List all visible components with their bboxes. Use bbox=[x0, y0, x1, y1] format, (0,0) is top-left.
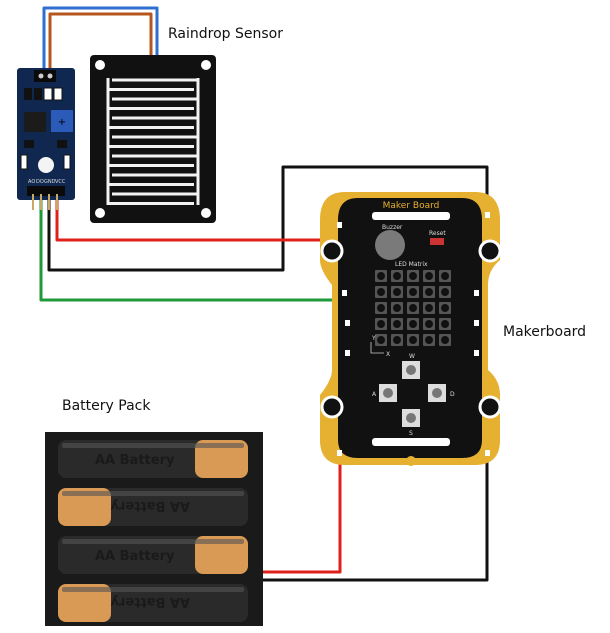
led bbox=[423, 302, 435, 314]
wire-blue bbox=[42, 6, 159, 74]
pin-label-gnd: GND bbox=[44, 179, 56, 185]
led bbox=[407, 318, 419, 330]
battery-cell: AA Battery bbox=[58, 488, 248, 526]
raindrop-sensor-plate bbox=[90, 55, 216, 223]
battery-cell-label: AA Battery bbox=[110, 498, 190, 513]
battery-pack-label: Battery Pack bbox=[62, 398, 151, 414]
board-title: Maker Board bbox=[383, 201, 440, 211]
led bbox=[439, 270, 451, 282]
reset-button[interactable] bbox=[430, 238, 444, 245]
axis-x-label: X bbox=[386, 351, 390, 358]
led bbox=[375, 334, 387, 346]
led bbox=[439, 334, 451, 346]
led bbox=[375, 318, 387, 330]
button-w-label: W bbox=[409, 353, 415, 360]
button-a[interactable] bbox=[379, 384, 397, 402]
wire-black-gnd bbox=[47, 165, 489, 272]
pin-label-ao: AO bbox=[28, 179, 35, 185]
raindrop-sensor-label: Raindrop Sensor bbox=[168, 26, 283, 42]
buzzer-label: Buzzer bbox=[382, 224, 403, 231]
reset-label: Reset bbox=[429, 230, 446, 237]
battery-cell: AA Battery bbox=[58, 440, 248, 478]
battery-cell-label: AA Battery bbox=[95, 549, 175, 564]
led bbox=[391, 302, 403, 314]
buzzer bbox=[375, 230, 405, 260]
wire-red-battery bbox=[262, 452, 342, 574]
led bbox=[423, 334, 435, 346]
led bbox=[407, 334, 419, 346]
pin-label-do: DO bbox=[36, 179, 44, 185]
led bbox=[391, 334, 403, 346]
led-matrix-label: LED Matrix bbox=[395, 261, 428, 268]
led bbox=[439, 318, 451, 330]
led bbox=[375, 302, 387, 314]
led bbox=[423, 270, 435, 282]
button-w[interactable] bbox=[402, 361, 420, 379]
battery-cell-label: AA Battery bbox=[110, 594, 190, 609]
led bbox=[391, 270, 403, 282]
button-a-label: A bbox=[372, 391, 377, 398]
wire-brown bbox=[48, 12, 153, 74]
led bbox=[391, 318, 403, 330]
sensor-module: + AO DO GND VCC bbox=[17, 68, 75, 210]
button-d-label: D bbox=[450, 391, 455, 398]
led-matrix bbox=[375, 270, 451, 346]
led bbox=[407, 286, 419, 298]
wire-black-battery bbox=[262, 452, 489, 582]
svg-text:+: + bbox=[58, 117, 66, 128]
makerboard-label: Makerboard bbox=[503, 324, 586, 340]
maker-board: Maker Board Buzzer Reset LED Matrix Y X … bbox=[320, 192, 502, 466]
led bbox=[423, 318, 435, 330]
battery-pack: AA Battery AA Battery AA Battery AA Battery bbox=[45, 432, 263, 626]
led bbox=[375, 270, 387, 282]
led bbox=[407, 270, 419, 282]
button-s[interactable] bbox=[402, 409, 420, 427]
button-d[interactable] bbox=[428, 384, 446, 402]
axis-y-label: Y bbox=[371, 335, 376, 342]
battery-cell: AA Battery bbox=[58, 584, 248, 622]
led bbox=[391, 286, 403, 298]
battery-cell: AA Battery bbox=[58, 536, 248, 574]
led bbox=[439, 286, 451, 298]
led bbox=[423, 286, 435, 298]
button-s-label: S bbox=[409, 430, 413, 437]
led bbox=[407, 302, 419, 314]
led bbox=[439, 302, 451, 314]
pin-label-vcc: VCC bbox=[55, 179, 66, 185]
led bbox=[375, 286, 387, 298]
battery-cell-label: AA Battery bbox=[95, 453, 175, 468]
